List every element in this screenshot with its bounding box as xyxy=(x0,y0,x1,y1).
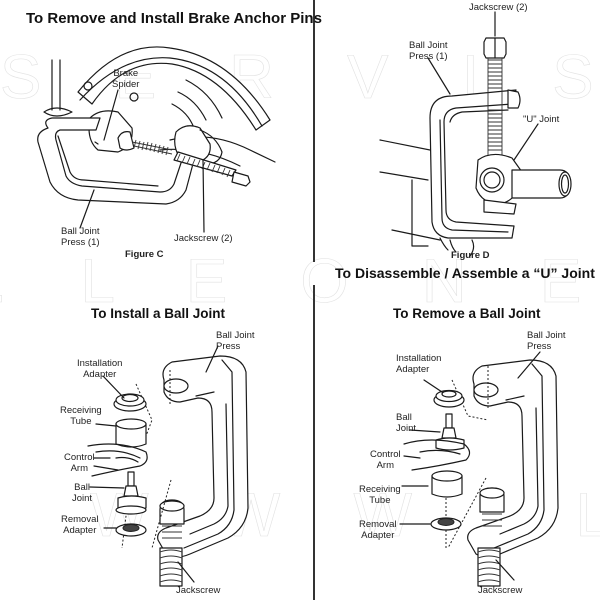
label-line: Brake xyxy=(113,68,139,79)
vertical-divider-top xyxy=(313,0,315,262)
label-line: Adapter xyxy=(361,530,395,541)
label-jackscrew: Jackscrew xyxy=(478,585,523,596)
label-receiving-tube: Receiving Tube xyxy=(60,405,102,427)
label-line: Removal xyxy=(359,519,397,530)
install-ball-joint-illustration xyxy=(87,345,249,587)
brake-anchor-illustration xyxy=(37,46,276,233)
ball-joint-press xyxy=(429,89,517,239)
label-receiving-tube: Receiving Tube xyxy=(359,484,401,506)
label-brake-spider: Brake Spider xyxy=(112,68,139,90)
label-line: Press (1) xyxy=(61,237,100,248)
label-ball-joint-press: Ball Joint Press xyxy=(216,330,255,352)
title-u-joint: To Disassemble / Assemble a “U” Joint xyxy=(335,265,595,281)
label-removal-adapter: Removal Adapter xyxy=(61,514,99,536)
label-line: Adapter xyxy=(83,369,117,380)
label-line: Adapter xyxy=(63,525,97,536)
label-control-arm: Control Arm xyxy=(370,449,401,471)
label-installation-adapter: Installation Adapter xyxy=(396,353,441,375)
label-control-arm: Control Arm xyxy=(64,452,95,474)
label-line: Joint xyxy=(72,493,93,504)
label-removal-adapter: Removal Adapter xyxy=(359,519,397,541)
label-line: Installation xyxy=(77,358,123,369)
label-line: Installation xyxy=(396,353,442,364)
label-installation-adapter: Installation Adapter xyxy=(77,358,122,380)
label-line: Ball Joint xyxy=(409,40,448,51)
label-ball-joint-press-1: Ball Joint Press (1) xyxy=(409,40,448,62)
label-line: Receiving xyxy=(359,484,401,495)
label-line: Control xyxy=(64,452,95,463)
label-ball-joint-press-1: Ball Joint Press (1) xyxy=(61,226,100,248)
label-line: Press (1) xyxy=(409,51,448,62)
jackscrew-threads xyxy=(487,58,503,156)
vertical-divider-bottom xyxy=(313,285,315,600)
label-line: Ball Joint xyxy=(527,330,566,341)
brake-shoe xyxy=(77,46,271,131)
ball-joint-press xyxy=(37,117,195,205)
label-line: Press xyxy=(216,341,241,352)
label-line: Tube xyxy=(369,495,391,506)
label-ball-joint: Ball Joint xyxy=(72,482,92,504)
label-line: Ball Joint xyxy=(216,330,255,341)
label-line: Arm xyxy=(70,463,89,474)
title-brake-anchor-pins: To Remove and Install Brake Anchor Pins xyxy=(26,10,322,27)
title-remove-ball-joint: To Remove a Ball Joint xyxy=(393,306,541,321)
label-line: Press xyxy=(527,341,552,352)
ball-joint-press xyxy=(467,359,559,558)
label-u-joint: "U" Joint xyxy=(523,114,560,125)
label-jackscrew-2: Jackscrew (2) xyxy=(174,233,233,244)
label-line: Spider xyxy=(112,79,140,90)
label-line: Removal xyxy=(61,514,99,525)
jackscrew-threads xyxy=(176,153,231,178)
remove-ball-joint-illustration xyxy=(399,351,559,587)
label-jackscrew: Jackscrew xyxy=(176,585,221,596)
u-joint-illustration xyxy=(379,11,572,257)
label-line: Arm xyxy=(376,460,395,471)
label-line: Ball Joint xyxy=(61,226,100,237)
title-install-ball-joint: To Install a Ball Joint xyxy=(91,306,226,321)
label-line: Receiving xyxy=(60,405,102,416)
figure-caption-c: Figure C xyxy=(125,249,164,260)
label-line: Tube xyxy=(70,416,92,427)
label-jackscrew-2: Jackscrew (2) xyxy=(469,2,528,13)
label-ball-joint: Ball Joint xyxy=(396,412,416,434)
label-line: Ball xyxy=(74,482,90,493)
ball-joint-press xyxy=(157,355,249,558)
label-line: Adapter xyxy=(396,364,430,375)
label-line: Joint xyxy=(396,423,417,434)
figure-caption-d: Figure D xyxy=(451,250,490,261)
label-ball-joint-press: Ball Joint Press xyxy=(527,330,566,352)
label-line: Ball xyxy=(396,412,412,423)
label-line: Control xyxy=(370,449,401,460)
jackscrew-body xyxy=(477,547,501,587)
